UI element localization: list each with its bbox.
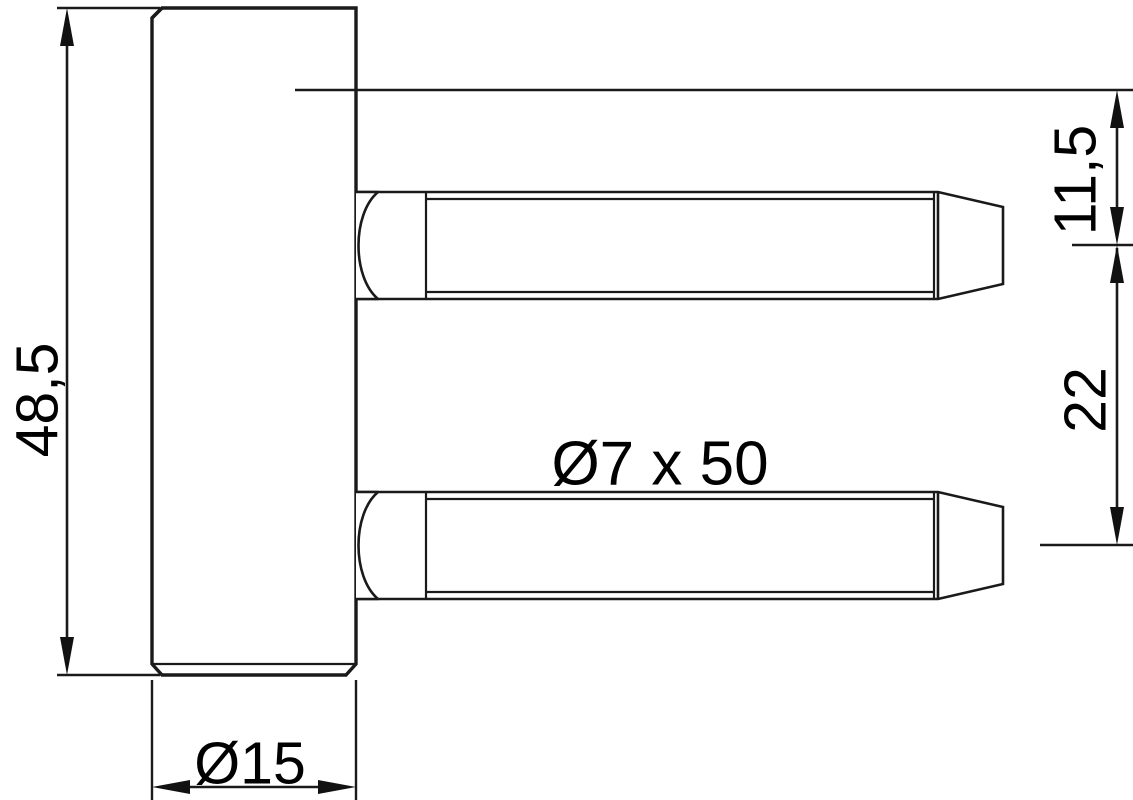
hinge-plate-body — [150, 6, 358, 677]
arrowhead-pin-spacing-top — [1110, 245, 1124, 283]
plate-outline — [150, 6, 358, 677]
dimension-label-top-offset: 11,5 — [1043, 125, 1109, 235]
lower-pin — [356, 490, 1005, 601]
lower-pin-nose-arc — [357, 491, 379, 600]
annotation-label-pin-spec: Ø7 x 50 — [551, 429, 768, 498]
dimension-plate-width: Ø15 — [152, 731, 356, 797]
lower-pin-body-outline — [356, 490, 1005, 601]
dimension-label-plate-width: Ø15 — [194, 731, 306, 797]
arrowhead-plate-width-right — [318, 780, 356, 794]
dimension-label-overall-height: 48,5 — [5, 343, 71, 458]
arrowhead-pin-spacing-bottom — [1110, 507, 1124, 545]
dimension-pin-spacing: 22 — [1053, 245, 1124, 545]
arrowhead-top-offset-top — [1110, 90, 1124, 128]
arrowhead-overall-height-top — [60, 8, 74, 46]
upper-pin-body-outline — [356, 190, 1005, 301]
dimension-overall-height: 48,5 — [5, 8, 74, 675]
annotation-pin-spec: Ø7 x 50 — [551, 429, 768, 498]
arrowhead-overall-height-bottom — [60, 637, 74, 675]
arrowhead-top-offset-bottom — [1110, 207, 1124, 245]
plate-top-left-chamfer — [150, 6, 164, 20]
upper-pin — [356, 190, 1005, 301]
extension-lines — [57, 6, 1133, 800]
arrowhead-plate-width-left — [152, 780, 190, 794]
dimension-label-pin-spacing: 22 — [1053, 367, 1119, 433]
dimension-top-offset: 11,5 — [1043, 90, 1124, 245]
upper-pin-nose-arc — [357, 191, 379, 300]
